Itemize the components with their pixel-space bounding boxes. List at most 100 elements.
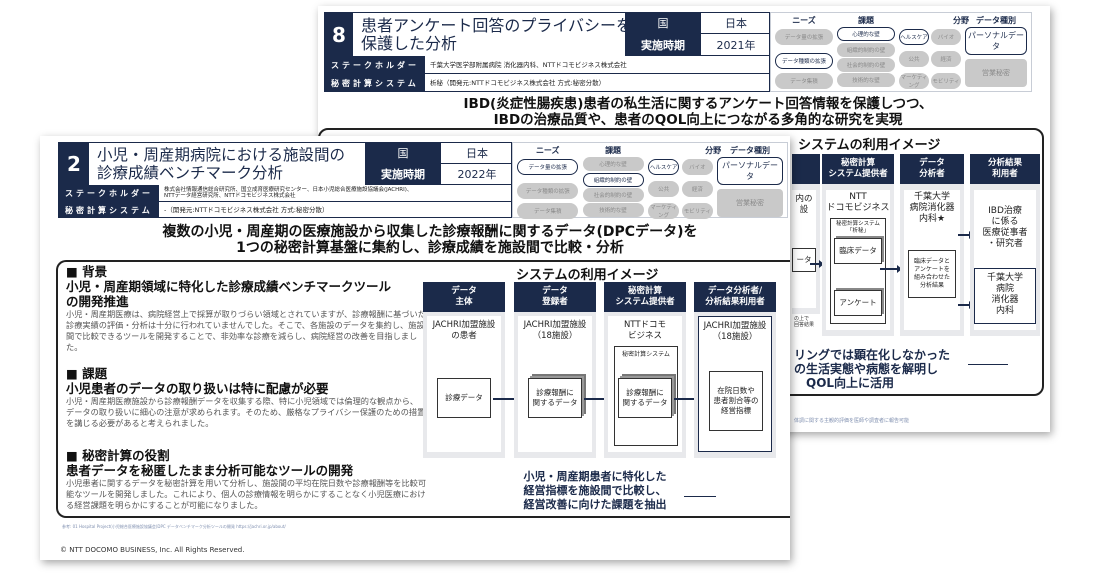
tag-group-header: 課題 bbox=[605, 146, 622, 155]
stakeholder-value: 千葉大学医学部附属病院 消化器内科、NTTドコモビジネス株式会社 bbox=[425, 56, 771, 74]
tag-inactive: 技術的な壁 bbox=[582, 203, 644, 217]
column-header: 秘密計算 システム提供者 bbox=[604, 282, 686, 312]
section-heading: ■ 秘密計算の役割 bbox=[66, 448, 170, 463]
tag-inactive: データ種類の拡張 bbox=[517, 183, 579, 199]
tag-inactive: 公共 bbox=[647, 181, 680, 197]
tag-group-header: ニーズ bbox=[535, 146, 560, 155]
section-heading: ■ 課題 bbox=[66, 366, 108, 381]
period-label: 実施時期 bbox=[365, 164, 441, 185]
section-body: 小児・周産期医療施設から診療報酬データを収集する際、特に小児領域では倫理的な観点… bbox=[66, 396, 426, 428]
column-body: JACHRI加盟施設 （18施設） 診療報酬に 関するデータ bbox=[518, 316, 592, 452]
tag-inactive: 心理的な壁 bbox=[582, 157, 644, 171]
period-value: 2021年 bbox=[701, 34, 771, 56]
section-body: 小児・周産期医療は、病院経営上で採算が取りづらい領域とされていますが、診療報酬に… bbox=[66, 309, 426, 352]
tag-active: データ量の拡張 bbox=[517, 159, 579, 175]
diagram-caption: 小児・周産期患者に特化した経営指標を施設間で比較し、経営改善に向けた課題を抽出 bbox=[523, 470, 667, 511]
case-summary: 複数の小児・周産期の医療施設から収集した診療報酬に関するデータ(DPCデータ)を… bbox=[162, 224, 698, 256]
system-label: 秘密計算システム bbox=[325, 74, 425, 92]
footnote: 体調に関する主観的評価を医師や調査者に報告可能 bbox=[794, 418, 910, 424]
tag-inactive: 営業秘密 bbox=[965, 59, 1027, 87]
tag-group-header: ニーズ bbox=[792, 16, 816, 25]
country-value: 日本 bbox=[441, 143, 513, 164]
arrow bbox=[810, 260, 824, 268]
arrow bbox=[880, 265, 902, 273]
diagram-column: 内の 設 ータ bbox=[792, 154, 820, 314]
tag-inactive: 組織的制約の壁 bbox=[837, 43, 895, 57]
category-tags: ニーズ課題分野データ種別データ量の拡張データ種類の拡張データ集積心理的な壁組織的… bbox=[512, 142, 788, 219]
country-label: 国 bbox=[625, 13, 701, 34]
tag-active: ヘルスケア bbox=[647, 159, 680, 175]
tag-inactive: モビリティ bbox=[931, 73, 961, 89]
callout-line bbox=[968, 364, 1008, 365]
tag-inactive: 社会的制約の壁 bbox=[582, 188, 644, 202]
diagram-column: データ 登録者 JACHRI加盟施設 （18施設） 診療報酬に 関するデータ bbox=[514, 282, 596, 458]
tag-inactive: マーケティング bbox=[899, 73, 929, 89]
diagram-title: システムの利用イメージ bbox=[516, 268, 659, 283]
partial-note: の上で 回答結果 bbox=[794, 316, 815, 328]
tag-inactive: 営業秘密 bbox=[717, 189, 783, 217]
country-label: 国 bbox=[365, 143, 441, 164]
section-heading: ■ 背景 bbox=[66, 264, 108, 279]
diagram-column: 秘密計算 システム提供者 NTT ドコモビジネス 秘密計算システム 「析秘」 臨… bbox=[822, 154, 894, 336]
column-actor: NTTドコモ ビジネス bbox=[623, 320, 667, 341]
diagram-column: 分析結果 利用者 IBD治療 に係る 医療従事者 ・研究者 千葉大学 病院 消化… bbox=[970, 154, 1040, 336]
section-lead: 小児患者のデータの取り扱いは特に配慮が必要 bbox=[66, 381, 329, 396]
tag-active: パーソナルデータ bbox=[717, 157, 783, 185]
document-icon: 診療報酬に 関するデータ bbox=[528, 378, 582, 418]
document-icon: ータ bbox=[792, 248, 816, 272]
section-lead: 患者データを秘匿したまま分析可能なツールの開発 bbox=[66, 463, 354, 478]
document-icon: 在院日数や 患者割合等の 経営指標 bbox=[709, 371, 763, 431]
case-title: 小児・周産期病院における施設間の診療成績ベンチマーク分析 bbox=[97, 146, 346, 182]
document-icon: 診療報酬に 関するデータ bbox=[618, 378, 672, 418]
country-value: 日本 bbox=[701, 13, 771, 34]
diagram-title: システムの利用イメージ bbox=[798, 138, 941, 153]
category-tags: ニーズ課題分野データ種別データ量の拡張データ種類の拡張データ集積心理的な壁組織的… bbox=[770, 12, 1032, 92]
column-header: データ 登録者 bbox=[514, 282, 596, 312]
callout-line bbox=[684, 496, 716, 497]
survey-document: アンケート bbox=[834, 290, 882, 316]
tag-active: データ種類の拡張 bbox=[775, 53, 833, 69]
period-value: 2022年 bbox=[441, 164, 513, 185]
result-user-2: 千葉大学 病院 消化器 内科 bbox=[974, 268, 1036, 324]
tag-inactive: データ集積 bbox=[517, 203, 579, 219]
column-actor: JACHRI加盟施設 の患者 bbox=[432, 320, 496, 341]
column-body: NTTドコモ ビジネス秘密計算システム診療報酬に 関するデータ bbox=[608, 316, 682, 452]
tag-inactive: バイオ bbox=[681, 159, 714, 175]
column-actor: JACHRI加盟施設 （18施設） bbox=[523, 320, 587, 341]
tag-group-header: データ種別 bbox=[730, 146, 771, 155]
system-label: 秘密計算システム bbox=[59, 202, 159, 218]
section-body: 小児患者に関するデータを秘密計算を用いて分析し、施設間の平均在院日数や診療報酬等… bbox=[66, 478, 427, 510]
tag-active: 組織的制約の壁 bbox=[582, 173, 644, 187]
case-summary: IBD(炎症性腸疾患)患者の私生活に関するアンケート回答情報を保護しつつ、IBD… bbox=[463, 96, 933, 128]
tag-inactive: モビリティ bbox=[681, 203, 714, 219]
diagram-column: データ 主体 JACHRI加盟施設 の患者診療データ bbox=[423, 282, 505, 458]
tag-inactive: データ量の拡張 bbox=[775, 29, 833, 45]
analysis-result-document: 臨床データと アンケートを 組み合わせた 分析結果 bbox=[908, 250, 956, 298]
tag-active: 心理的な壁 bbox=[837, 27, 895, 41]
tag-inactive: 社会的制約の壁 bbox=[837, 58, 895, 72]
tag-active: パーソナルデータ bbox=[965, 27, 1027, 55]
clinical-data-document: 臨床データ bbox=[834, 238, 882, 264]
slide-case-2: 2 小児・周産期病院における施設間の診療成績ベンチマーク分析 国 日本 実施時期… bbox=[40, 136, 790, 560]
diagram-column: 秘密計算 システム提供者 NTTドコモ ビジネス秘密計算システム診療報酬に 関する… bbox=[604, 282, 686, 458]
case-header: 2 小児・周産期病院における施設間の診療成績ベンチマーク分析 国 日本 実施時期… bbox=[58, 142, 513, 218]
stakeholder-label: ステークホルダー bbox=[59, 185, 159, 202]
document-icon: 診療データ bbox=[437, 378, 491, 418]
column-body: JACHRI加盟施設 の患者診療データ bbox=[427, 316, 501, 452]
tag-inactive: バイオ bbox=[931, 29, 961, 45]
column-header: データ 主体 bbox=[423, 282, 505, 312]
stakeholder-label: ステークホルダー bbox=[325, 56, 425, 74]
tag-inactive: マーケティング bbox=[647, 203, 680, 219]
tag-inactive: データ集積 bbox=[775, 73, 833, 89]
column-header: データ分析者/ 分析結果利用者 bbox=[694, 282, 776, 312]
copyright: © NTT DOCOMO BUSINESS, Inc. All Rights R… bbox=[60, 546, 245, 554]
tag-group-header: データ種別 bbox=[976, 16, 1016, 25]
column-actor: JACHRI加盟施設 （18施設） bbox=[703, 321, 767, 342]
tag-inactive: 公共 bbox=[899, 51, 929, 67]
tag-inactive: 経済 bbox=[681, 181, 714, 197]
system-value: -（開発元:NTTドコモビジネス株式会社 方式:秘密分散） bbox=[164, 206, 329, 214]
result-user-1: IBD治療 に係る 医療従事者 ・研究者 bbox=[982, 206, 1028, 249]
tag-group-header: 分野 bbox=[953, 16, 969, 25]
column-body: JACHRI加盟施設 （18施設） 在院日数や 患者割合等の 経営指標 bbox=[698, 316, 772, 452]
